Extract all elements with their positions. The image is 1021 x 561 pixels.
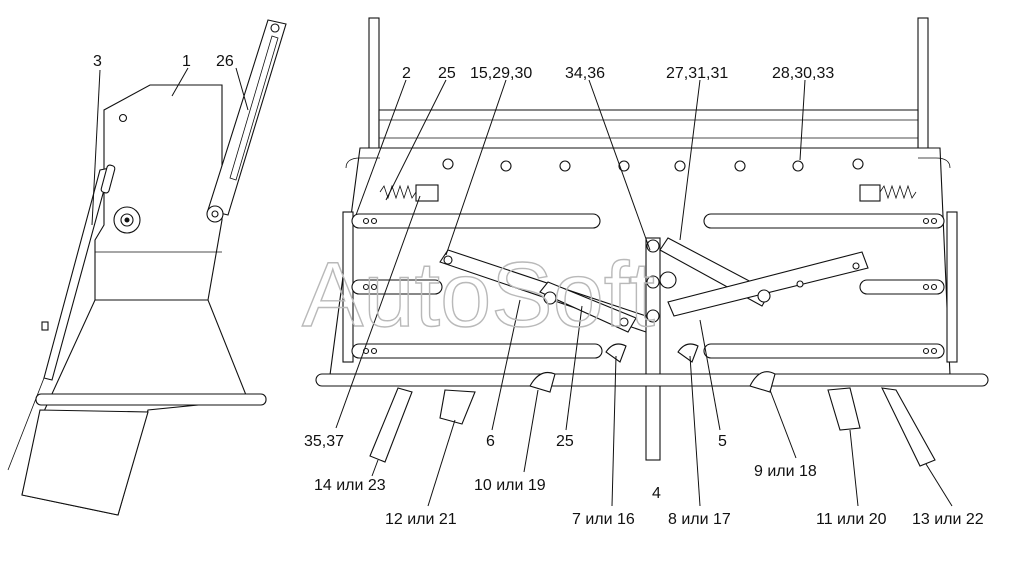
- side-rod: [35, 393, 267, 406]
- slat-right-bottom: [703, 343, 945, 359]
- left-spring: [379, 184, 439, 202]
- label-4: 4: [652, 485, 661, 502]
- hose-13: [881, 387, 936, 467]
- housing-bolt: [118, 113, 128, 123]
- slat-right-top: [703, 213, 945, 229]
- clamp-8: [677, 343, 699, 363]
- hose-11: [827, 387, 861, 431]
- link-bar-hole: [852, 262, 860, 270]
- label-35-37: 35,37: [304, 433, 344, 450]
- clamp-9: [749, 371, 776, 393]
- bracket-top-hole: [270, 23, 280, 33]
- bottom-plate: [21, 409, 149, 516]
- hub-bolt-low: [646, 309, 660, 323]
- central-rod-4: [645, 237, 661, 461]
- rod-tail: [7, 377, 45, 471]
- leader-lines: [91, 67, 953, 507]
- slat-left-top: [351, 213, 601, 229]
- hub-bolt-mid: [646, 275, 660, 289]
- link-25-end: [619, 317, 629, 327]
- slat-right-mid: [859, 279, 945, 295]
- label-15-29-30: 15,29,30: [470, 65, 532, 82]
- upper-panel: [378, 109, 919, 149]
- link-6-bolt: [443, 255, 453, 265]
- front-view: [315, 17, 989, 467]
- label-11-20: 11 или 20: [816, 511, 887, 528]
- label-13-22: 13 или 22: [912, 511, 984, 528]
- bottom-rod: [315, 373, 989, 387]
- label-2: 2: [402, 65, 411, 82]
- clamp-10: [529, 371, 556, 393]
- right-spring: [859, 184, 917, 202]
- link-25: [539, 281, 637, 333]
- label-8-17: 8 или 17: [668, 511, 731, 528]
- bolt-row: [442, 158, 864, 172]
- label-10-19: 10 или 19: [474, 477, 546, 494]
- link-bar-hole: [796, 280, 804, 288]
- label-7-16: 7 или 16: [572, 511, 635, 528]
- hose-12: [439, 389, 476, 425]
- right-frame-tube: [918, 157, 951, 169]
- label-14-23: 14 или 23: [314, 477, 386, 494]
- label-25-top: 25: [438, 65, 456, 82]
- left-frame-tube: [345, 157, 380, 169]
- hose-14: [369, 387, 413, 463]
- pivot-center: [124, 217, 130, 223]
- slat-left-mid: [351, 279, 443, 295]
- label-25-bottom: 25: [556, 433, 574, 450]
- link-25-bolt: [543, 291, 557, 305]
- bracket-slot: [229, 35, 279, 181]
- watermark: AutoSoft: [302, 244, 655, 346]
- label-5: 5: [718, 433, 727, 450]
- label-27-31-31: 27,31,31: [666, 65, 728, 82]
- rod-collar: [41, 321, 49, 331]
- slotted-bracket-26: [207, 19, 287, 216]
- label-28-30-33: 28,30,33: [772, 65, 834, 82]
- link-5-bolt: [757, 289, 771, 303]
- right-side-post: [946, 211, 958, 363]
- slat-left-bottom: [351, 343, 603, 359]
- label-3: 3: [93, 53, 102, 70]
- callout-labels: 3 1 26 2 25 15,29,30 34,36 27,31,31 28,3…: [93, 53, 984, 528]
- left-spring-nut: [415, 184, 439, 202]
- housing-part-1: [94, 84, 223, 301]
- rod-clip: [100, 164, 116, 194]
- label-12-21: 12 или 21: [385, 511, 457, 528]
- clamp-7: [605, 343, 627, 363]
- label-1: 1: [182, 53, 191, 70]
- side-view: [7, 19, 287, 516]
- label-9-18: 9 или 18: [754, 463, 817, 480]
- hub-washer: [659, 271, 677, 289]
- bracket-bolt-core: [211, 210, 219, 218]
- label-26: 26: [216, 53, 234, 70]
- label-6: 6: [486, 433, 495, 450]
- label-34-36: 34,36: [565, 65, 605, 82]
- right-spring-nut: [859, 184, 881, 202]
